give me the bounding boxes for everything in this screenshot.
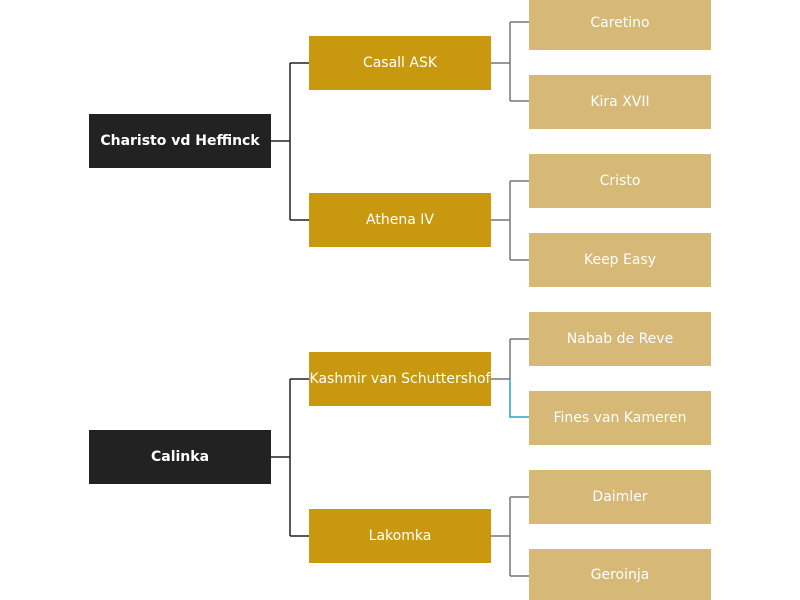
pedigree-node-sire-sire[interactable]: Casall ASK	[309, 36, 491, 90]
node-label: Keep Easy	[583, 252, 657, 268]
pedigree-node-g3-6[interactable]: Fines van Kameren	[529, 391, 711, 445]
pedigree-node-g3-7[interactable]: Daimler	[529, 470, 711, 524]
pedigree-node-sire-dam[interactable]: Athena IV	[309, 193, 491, 247]
pedigree-node-g3-4[interactable]: Keep Easy	[529, 233, 711, 287]
node-label: Charisto vd Heffinck	[100, 133, 260, 149]
pedigree-node-g3-1[interactable]: Caretino	[529, 0, 711, 50]
connector-dam-branch	[271, 378, 309, 537]
pedigree-node-dam-sire[interactable]: Kashmir van Schuttershof	[309, 352, 491, 406]
node-label: Calinka	[150, 449, 210, 465]
connector-sire-branch	[271, 62, 309, 221]
pedigree-node-dam-dam[interactable]: Lakomka	[309, 509, 491, 563]
node-label: Caretino	[590, 15, 650, 31]
node-label: Fines van Kameren	[553, 410, 687, 426]
node-label: Cristo	[599, 173, 641, 189]
node-label: Nabab de Reve	[566, 331, 674, 347]
pedigree-node-root-dam[interactable]: Calinka	[89, 430, 271, 484]
pedigree-node-g3-2[interactable]: Kira XVII	[529, 75, 711, 129]
connector-athena-branch	[491, 180, 529, 261]
connector-kashmir-upper	[491, 338, 529, 380]
node-label: Casall ASK	[362, 55, 438, 71]
node-label: Lakomka	[368, 528, 432, 544]
node-label: Daimler	[592, 489, 648, 505]
connector-casall-branch	[491, 21, 529, 102]
node-label: Kira XVII	[590, 94, 650, 110]
node-label: Kashmir van Schuttershof	[309, 371, 491, 387]
node-label: Geroinja	[590, 566, 650, 583]
node-label: Athena IV	[366, 212, 434, 228]
pedigree-node-g3-5[interactable]: Nabab de Reve	[529, 312, 711, 366]
pedigree-node-g3-8[interactable]: Geroinja	[529, 549, 711, 600]
connector-lakomka-branch	[491, 496, 529, 577]
pedigree-node-root-sire[interactable]: Charisto vd Heffinck	[89, 114, 271, 168]
pedigree-node-g3-3[interactable]: Cristo	[529, 154, 711, 208]
connector-kashmir-lower-highlight	[509, 379, 529, 418]
